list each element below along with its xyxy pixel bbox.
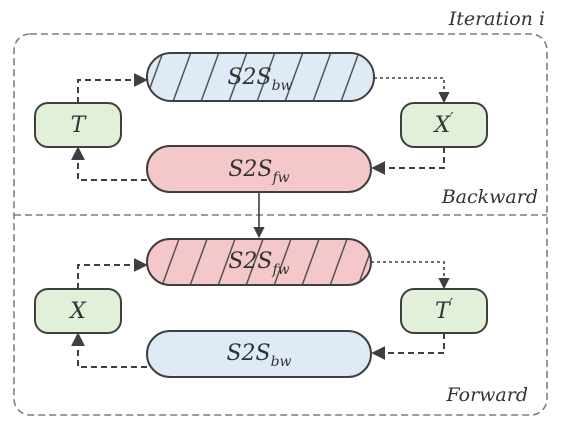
forward-arrow-node-to-model: [77, 258, 148, 289]
forward-arrow-node-to-bottom-model: [371, 333, 445, 360]
model-base: S2S: [227, 65, 271, 90]
backward-top-model-label: S2Sbw: [227, 65, 292, 94]
forward-right-node: T′: [400, 288, 488, 334]
svg-text:X: X: [68, 299, 87, 324]
model-subscript: bw: [271, 354, 292, 370]
svg-text:T′: T′: [435, 295, 454, 324]
node-prime: ′: [450, 295, 454, 313]
iteration-label: Iteration i: [448, 8, 545, 30]
model-base: S2S: [228, 249, 272, 274]
model-subscript: fw: [271, 170, 289, 186]
backward-bottom-model-label: S2Sfw: [228, 157, 289, 186]
forward-bottom-model-label: S2Sbw: [226, 341, 291, 370]
model-base: S2S: [226, 341, 270, 366]
backward-right-node: X′: [400, 102, 488, 148]
forward-bottom-model-box: S2Sbw: [146, 330, 372, 378]
model-subscript: fw: [271, 262, 289, 278]
backward-arrow-node-to-model: [77, 73, 148, 103]
backward-arrow-bottom-model-to-node: [71, 146, 147, 181]
svg-text:T: T: [71, 113, 88, 138]
forward-label: Forward: [445, 384, 528, 406]
node-base: T: [71, 113, 88, 138]
forward-arrow-bottom-model-to-node: [71, 332, 147, 368]
backward-section: S2Sbw S2Sfw T X′: [34, 52, 488, 193]
node-prime: ′: [450, 109, 454, 127]
forward-section: S2Sfw S2Sbw X T′: [34, 238, 488, 378]
svg-text:X′: X′: [432, 109, 454, 138]
backward-arrow-node-to-bottom-model: [371, 147, 445, 175]
backward-arrow-model-to-node: [374, 77, 450, 104]
backward-label: Backward: [441, 186, 538, 208]
backward-top-model-box: S2Sbw: [146, 52, 375, 102]
forward-top-model-label: S2Sfw: [228, 249, 289, 278]
node-base: T: [435, 299, 452, 324]
node-base: X: [432, 113, 451, 138]
iteration-frame: [13, 33, 548, 416]
forward-left-node: X: [34, 288, 122, 334]
backward-left-node: T: [34, 102, 122, 148]
backward-bottom-model-box: S2Sfw: [146, 145, 372, 193]
model-subscript: bw: [272, 78, 293, 94]
node-base: X: [68, 299, 87, 324]
model-base: S2S: [228, 157, 272, 182]
forward-top-model-box: S2Sfw: [146, 238, 372, 286]
forward-arrow-model-to-node: [371, 261, 450, 290]
